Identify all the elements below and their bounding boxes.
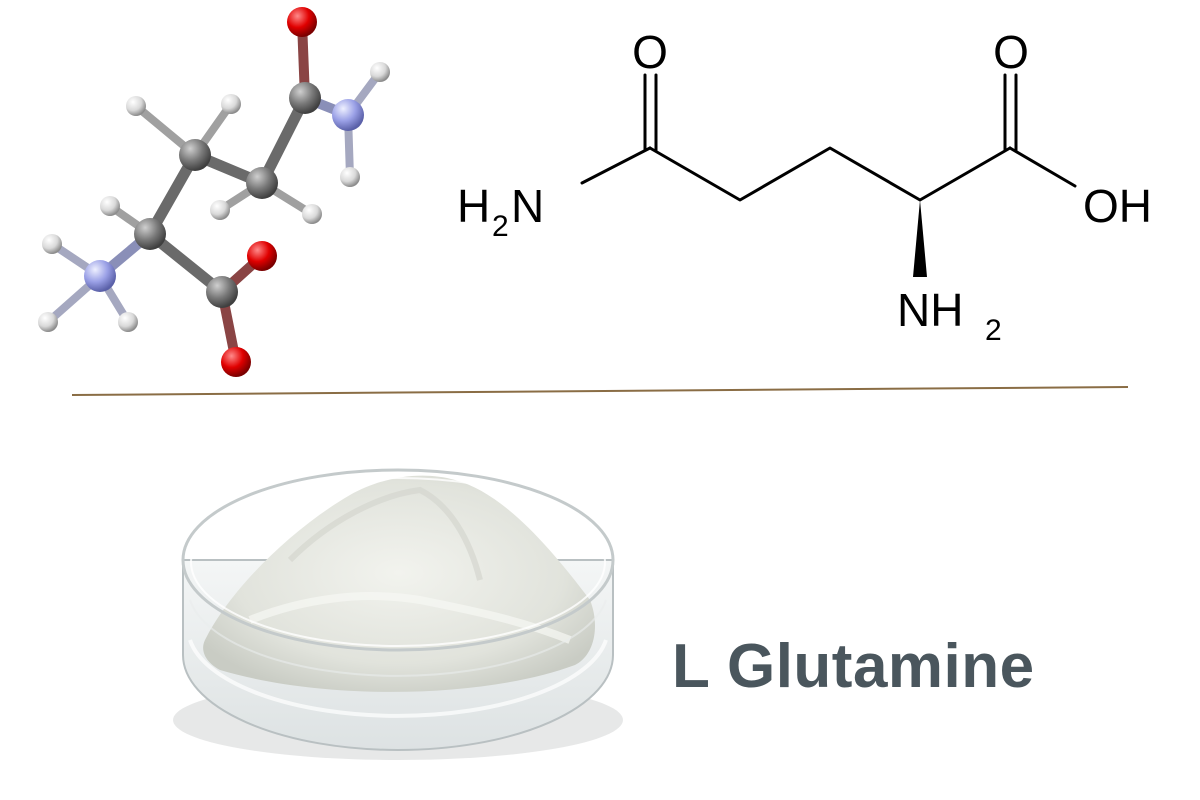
wedge-bond [913, 200, 927, 277]
hydrogen-atom [42, 234, 62, 254]
hydrogen-atom [100, 196, 120, 216]
amide-h-label: H [457, 180, 490, 232]
acid-oxygen-label: O [993, 26, 1029, 78]
hydrogen-atom [210, 200, 230, 220]
model-atoms [38, 7, 390, 377]
oxygen-atom [221, 347, 251, 377]
carbon-atom [134, 218, 166, 250]
hydrogen-atom [302, 204, 322, 224]
amide-nitrogen-label: N [511, 180, 544, 232]
hydrogen-atom [118, 312, 138, 332]
model-bonds [44, 17, 384, 367]
formula-labels: O O H 2 N OH NH 2 [457, 26, 1152, 347]
amino-nitrogen-label: NH [897, 284, 963, 336]
skeletal-formula: O O H 2 N OH NH 2 [457, 26, 1152, 347]
carbon-atom [246, 167, 278, 199]
carbon-atom [289, 82, 321, 114]
petri-dish-with-powder [173, 468, 623, 760]
hydroxyl-label: OH [1083, 180, 1152, 232]
hydrogen-atom [38, 312, 58, 332]
carbon-atom [179, 139, 211, 171]
nitrogen-atom [332, 99, 364, 131]
section-divider [71, 386, 1129, 396]
amino-subscript: 2 [985, 314, 1002, 347]
dish-rim [181, 468, 615, 652]
amide-subscript: 2 [492, 210, 509, 243]
formula-bonds [580, 73, 1077, 202]
carbon-atom [206, 276, 238, 308]
powder-pile [203, 475, 595, 692]
hydrogen-atom [340, 167, 360, 187]
amide-oxygen-label: O [632, 26, 668, 78]
nitrogen-atom [84, 260, 116, 292]
ball-and-stick-model [38, 7, 390, 377]
hydrogen-atom [370, 62, 390, 82]
hydrogen-atom [221, 94, 241, 114]
hydrogen-atom [126, 96, 146, 116]
product-title: L Glutamine [672, 632, 1035, 701]
oxygen-atom [247, 241, 277, 271]
oxygen-atom [287, 7, 317, 37]
